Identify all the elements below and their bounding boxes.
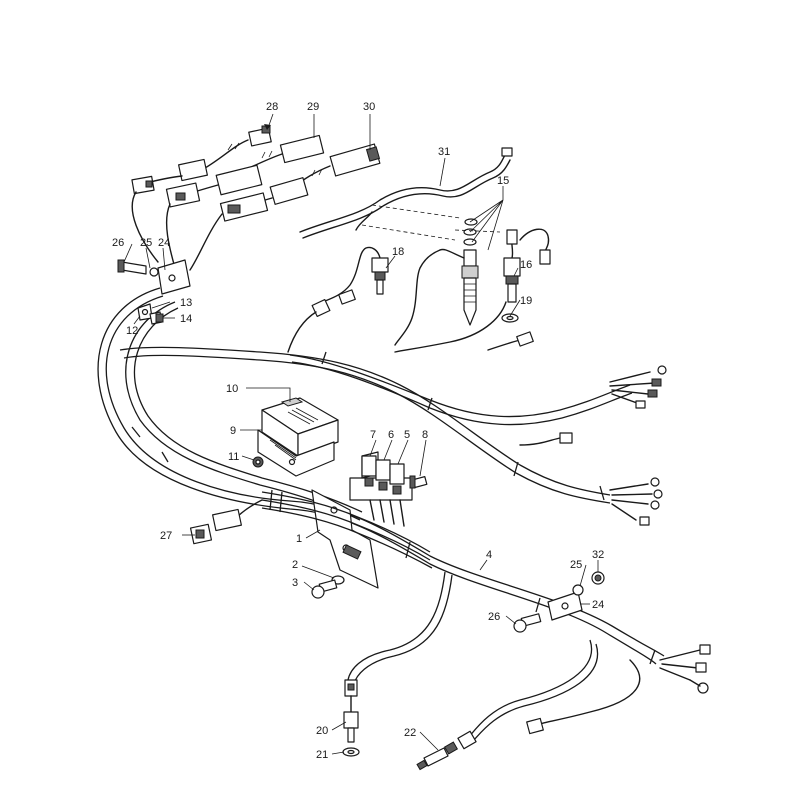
callout-25-bottom: 25 [570, 559, 582, 571]
callout-15: 15 [497, 175, 509, 187]
callout-20: 20 [316, 725, 328, 737]
callout-18: 18 [392, 246, 404, 258]
callout-16: 16 [520, 259, 532, 271]
callout-29: 29 [307, 101, 319, 113]
terminal-fanout-mid [519, 432, 663, 526]
callout-28: 28 [266, 101, 278, 113]
harness-relay-run [261, 489, 433, 569]
terminal-fanout-upper [609, 365, 667, 409]
relay-block [349, 451, 428, 527]
callout-25-top: 25 [140, 237, 152, 249]
callout-4: 4 [486, 549, 492, 561]
callout-24-bottom: 24 [592, 599, 604, 611]
callout-32: 32 [592, 549, 604, 561]
callout-10: 10 [226, 383, 238, 395]
callout-1: 1 [296, 533, 302, 545]
control-box-9 [252, 397, 339, 477]
sensor-20-21 [342, 571, 453, 757]
callout-9: 9 [230, 425, 236, 437]
part-31-assembly [299, 147, 513, 241]
bracket-right [513, 571, 605, 633]
callout-13: 13 [180, 297, 192, 309]
callout-19: 19 [520, 295, 532, 307]
callout-14: 14 [180, 313, 192, 325]
callout-7: 7 [370, 429, 376, 441]
callout-8: 8 [422, 429, 428, 441]
callout-5: 5 [404, 429, 410, 441]
mounting-plate-1 [311, 489, 379, 599]
leader-lines [123, 113, 599, 755]
bracket-left [117, 259, 191, 325]
callout-11: 11 [228, 451, 239, 463]
terminal-fanout-lower [659, 644, 711, 694]
sensor-22 [416, 639, 641, 771]
callout-31: 31 [438, 146, 450, 158]
callout-26-top: 26 [112, 237, 124, 249]
callout-24-top: 24 [158, 237, 170, 249]
sensor-18 [287, 246, 389, 353]
connector-27 [189, 499, 263, 545]
callout-3: 3 [292, 577, 298, 589]
callout-6: 6 [388, 429, 394, 441]
callout-21: 21 [316, 749, 328, 761]
sensor-15-16-assembly [394, 218, 551, 353]
callout-2: 2 [292, 559, 298, 571]
callout-30: 30 [363, 101, 375, 113]
callout-22: 22 [404, 727, 416, 739]
callout-labels: 28 29 30 31 15 18 16 19 26 25 24 13 14 1… [112, 101, 604, 761]
callout-26-bottom: 26 [488, 611, 500, 623]
callout-12: 12 [126, 325, 138, 337]
connector-group-top [131, 125, 381, 271]
callout-27: 27 [160, 530, 172, 542]
